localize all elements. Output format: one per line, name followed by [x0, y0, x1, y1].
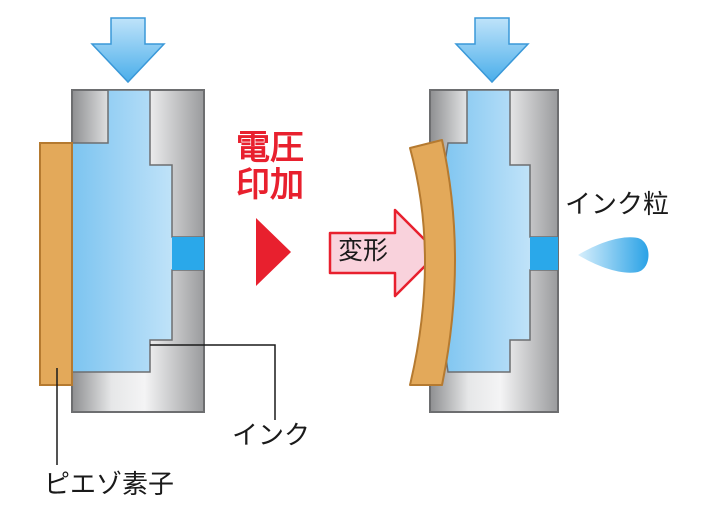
ink-droplet-icon [578, 237, 649, 273]
press-arrow-icon [454, 17, 530, 84]
nozzle-outlet [530, 237, 558, 270]
ink-leader-line [150, 344, 276, 420]
piezo-element [39, 142, 73, 386]
piezo-label: ピエゾ素子 [44, 470, 175, 500]
droplet-label: インク粒 [565, 190, 670, 220]
nozzle-outlet [172, 237, 204, 270]
nozzle-after [409, 17, 649, 413]
voltage-label: 電圧 印加 [230, 130, 310, 203]
piezo-element-deformed [409, 139, 456, 386]
voltage-label-line2: 印加 [236, 164, 304, 205]
ink-label: インク [232, 421, 311, 451]
press-arrow-icon [90, 17, 166, 84]
voltage-label-line1: 電圧 [236, 128, 304, 168]
play-triangle-icon [256, 218, 291, 286]
deform-arrow [328, 208, 440, 298]
nozzle-before [39, 17, 276, 465]
deform-label: 変形 [338, 236, 389, 265]
